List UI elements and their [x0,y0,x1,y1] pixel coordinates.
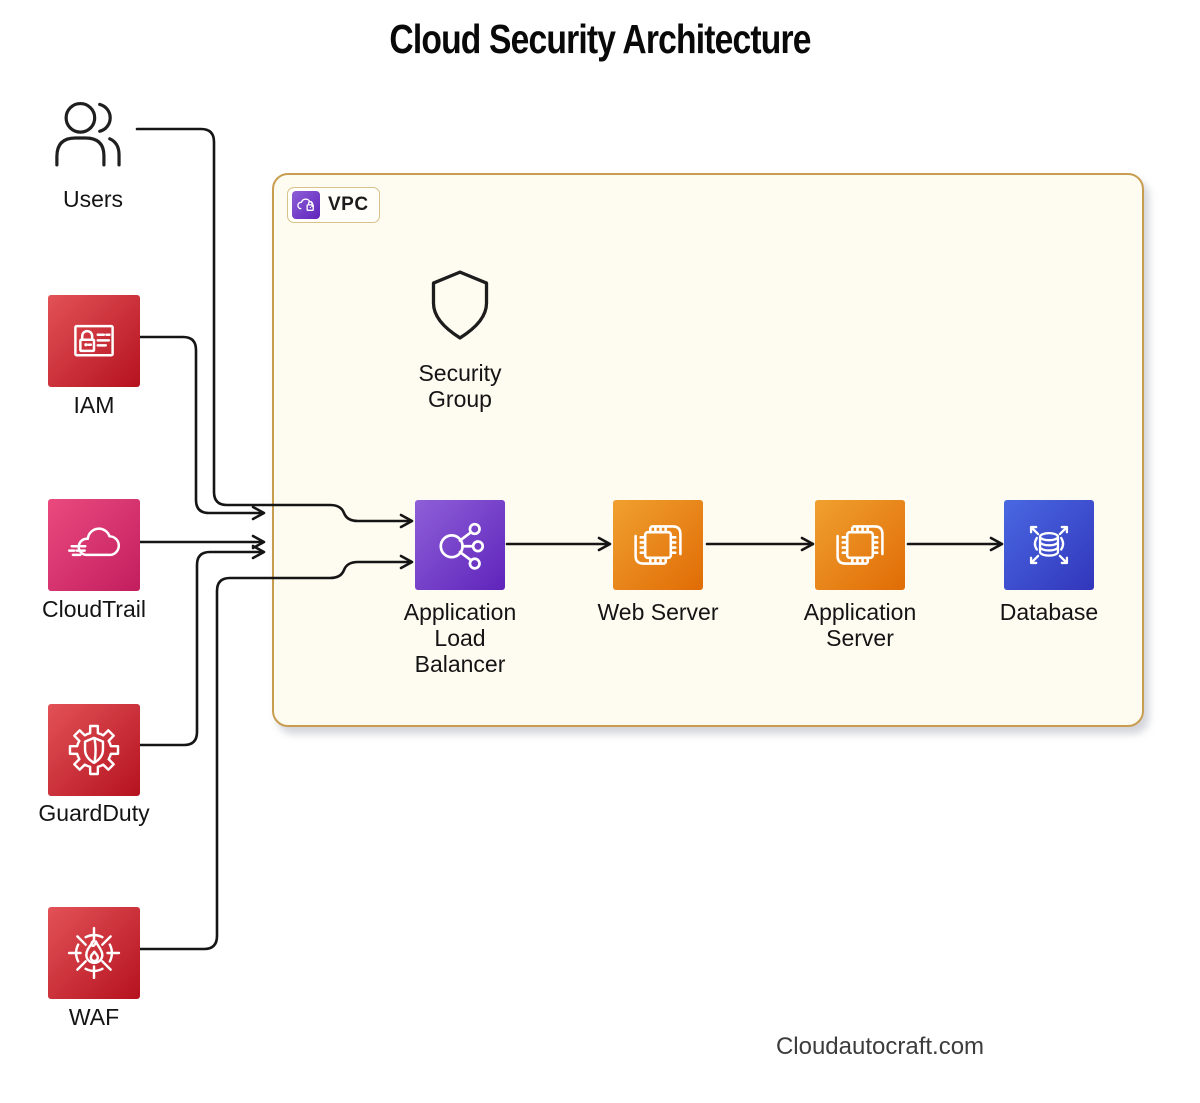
cloudtrail-icon [67,527,121,557]
footer-text: Cloudautocraft.com [775,1033,985,1060]
app-server-label: Application Server [803,599,917,651]
web-server-icon [634,525,682,565]
security-group-icon [428,266,492,349]
edge-iam-to-vpc [138,335,266,521]
vpc-cloud-lock-icon [292,191,320,219]
alb-label: Application Load Balancer [403,599,517,677]
users-icon [48,96,138,185]
users-label: Users [62,186,124,212]
iam-icon [74,324,114,357]
app-server-icon [836,525,884,565]
node-cloudtrail [48,499,140,591]
node-alb [415,500,505,590]
vpc-badge: VPC [287,187,380,223]
security-group-label: Security Group [418,360,502,412]
guardduty-label: GuardDuty [38,800,150,826]
web-server-label: Web Server [597,599,719,625]
node-waf [48,907,140,999]
node-web-server [613,500,703,590]
vpc-label: VPC [328,194,369,215]
node-guardduty [48,704,140,796]
guardduty-icon [68,724,120,776]
iam-label: IAM [73,392,115,418]
alb-icon [439,522,485,570]
node-app-server [815,500,905,590]
node-database [1004,500,1094,590]
waf-icon [67,926,121,980]
database-label: Database [999,599,1099,625]
cloudtrail-label: CloudTrail [42,596,146,622]
node-iam [48,295,140,387]
waf-label: WAF [68,1004,120,1030]
database-icon [1029,525,1069,565]
page-title: Cloud Security Architecture [389,16,811,62]
edge-guardduty-to-vpc [138,544,266,747]
